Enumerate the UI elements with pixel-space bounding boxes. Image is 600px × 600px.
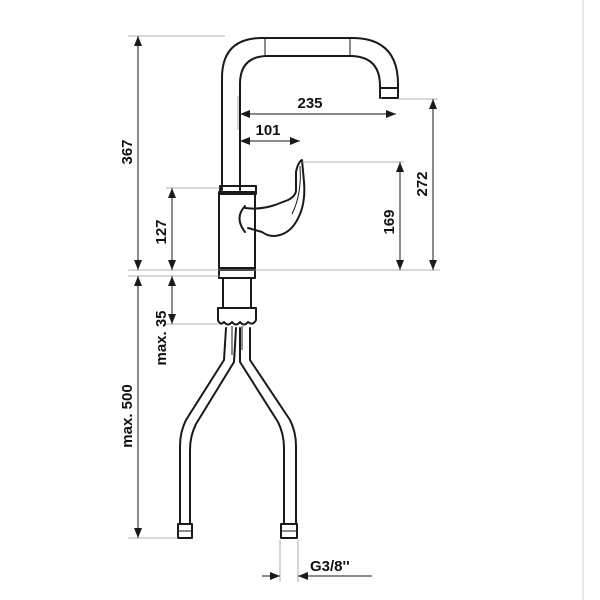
arrow-thread-right [298, 572, 308, 580]
label-lever-offset: 101 [255, 122, 280, 139]
lever-grip-line [291, 165, 301, 215]
arrow-max35-top [168, 276, 176, 286]
arrow-169-bottom [396, 260, 404, 270]
label-body-height: 127 [153, 219, 170, 244]
extension-lines [128, 35, 440, 582]
faucet-outline [177, 37, 399, 539]
spout-inner [239, 55, 381, 191]
arrow-272-bottom [429, 260, 437, 270]
lever-base [238, 205, 246, 233]
hose-left-inner [189, 327, 237, 525]
spout-outer [221, 37, 399, 191]
label-lever-height: 169 [381, 209, 398, 234]
label-connection-thread: G3/8'' [310, 558, 350, 575]
spout-collar [219, 185, 257, 195]
mount-shank [222, 277, 252, 309]
label-max-below-deck: max. 35 [153, 310, 170, 365]
label-total-height: 367 [119, 139, 136, 164]
arrow-235-right [386, 110, 396, 118]
lever-handle [244, 159, 306, 237]
label-spout-width: 235 [297, 95, 322, 112]
arrow-thread-left [270, 572, 280, 580]
dimension-lines [134, 36, 437, 580]
dimension-labels: 235 101 367 272 169 127 max. 35 max. 500… [119, 95, 431, 575]
arrow-max35-bottom [168, 314, 176, 324]
arrow-235-left [240, 110, 250, 118]
arrow-127-top [168, 188, 176, 198]
arrow-101-right [290, 137, 300, 145]
arrow-127-bottom [168, 260, 176, 270]
hose-right-inner [249, 327, 297, 525]
arrow-max500-bottom [134, 528, 142, 538]
label-spout-outlet-height: 272 [414, 171, 431, 196]
arrow-367-top [134, 36, 142, 46]
arrow-367-bottom [134, 260, 142, 270]
hose-right-outer [239, 327, 285, 525]
arrow-101-left [240, 137, 250, 145]
mounting-nut [217, 307, 257, 326]
hose-left-outer [179, 327, 227, 525]
label-max-hose-length: max. 500 [119, 384, 136, 447]
faucet-body [218, 191, 256, 271]
arrow-272-top [429, 99, 437, 109]
arrow-169-top [396, 162, 404, 172]
arrow-max500-top [134, 276, 142, 286]
